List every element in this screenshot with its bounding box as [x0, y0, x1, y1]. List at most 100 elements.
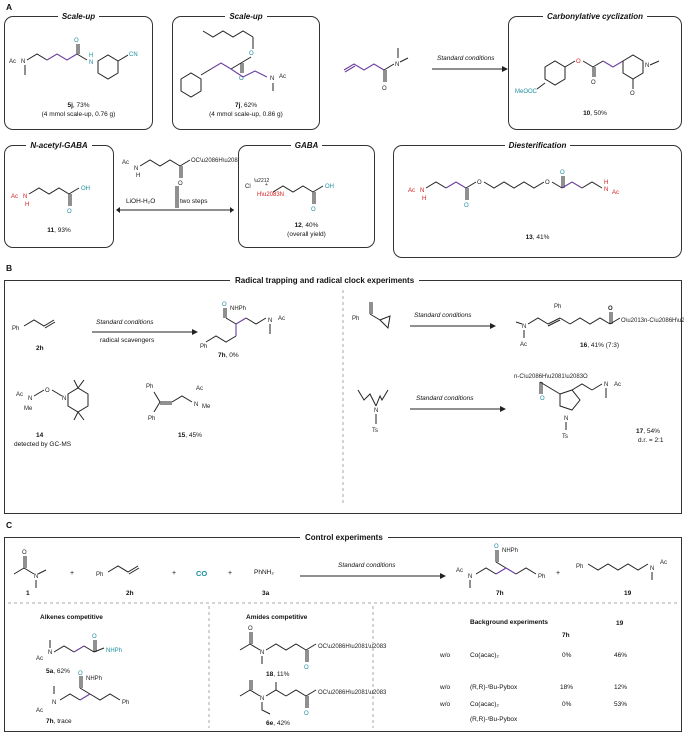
scaleup-box-1: Scale-up Ac N O H N CN 5j, 73% (4 mmol s… — [4, 12, 153, 130]
label-14: 14 — [36, 432, 44, 439]
branch-arrows — [116, 186, 234, 213]
svg-text:N: N — [260, 696, 264, 702]
svg-text:OC\u2086H\u2081\u2083: OC\u2086H\u2081\u2083 — [191, 158, 260, 164]
svg-text:O: O — [608, 306, 613, 312]
label-10: 10 — [583, 110, 591, 117]
svg-text:N: N — [604, 187, 608, 193]
svg-text:Ac: Ac — [614, 382, 621, 388]
label-12: 12 — [294, 222, 302, 229]
svg-text:Ac: Ac — [612, 190, 619, 196]
svg-text:O: O — [239, 76, 244, 82]
label-7h-b: 7h — [218, 352, 226, 359]
label-2h-b: 2h — [36, 345, 44, 352]
nacetyl-gaba-title: N-acetyl-GABA — [26, 141, 92, 150]
svg-text:Ac: Ac — [9, 59, 16, 65]
svg-text:O: O — [78, 671, 83, 677]
gaba-title: GABA — [290, 141, 323, 150]
compound-16-structure: N Ac Ph O O\u2013n-C\u2086H\u2081\u2083 — [515, 304, 684, 348]
svg-text:Me: Me — [202, 404, 211, 410]
svg-text:NHPh: NHPh — [106, 648, 122, 654]
b-right-cond1: Standard conditions — [414, 312, 472, 319]
bg-col-7h: 7h — [562, 632, 570, 639]
svg-text:NHPh: NHPh — [230, 306, 246, 312]
svg-text:O: O — [304, 711, 309, 717]
diester-title: Diesterification — [504, 141, 571, 150]
reaction-arrow-b-right-1 — [410, 323, 496, 329]
compound-15-structure: Ph Ph N Me Ac — [146, 384, 211, 422]
label-5a: 5a — [46, 668, 54, 675]
svg-text:NHPh: NHPh — [502, 548, 518, 554]
lioh-label: LiOH-H₂O — [126, 198, 156, 205]
b-left-cond2: radical scavengers — [100, 337, 155, 344]
svg-text:H: H — [136, 173, 140, 179]
svg-text:O: O — [560, 170, 565, 176]
svg-text:Ac: Ac — [279, 74, 286, 80]
svg-text:H: H — [89, 53, 93, 59]
section-b-divider — [342, 290, 344, 505]
svg-text:N: N — [48, 650, 52, 656]
compound-17-structure: n-C\u2086H\u2081\u2083O O N Ts N Ac — [514, 374, 621, 440]
arrow-label-a: Standard conditions — [437, 55, 495, 62]
bg-col-19: 19 — [616, 620, 624, 627]
svg-text:O: O — [540, 396, 545, 402]
compound-5a-structure: Ac N O NHPh — [36, 634, 122, 662]
svg-text:Ts: Ts — [372, 428, 378, 434]
svg-text:O: O — [74, 38, 79, 44]
svg-text:Ph: Ph — [146, 384, 153, 390]
svg-text:Ph: Ph — [352, 316, 359, 322]
nacetyl-gaba-box: N-acetyl-GABA Ac N H O OH 11, 93% — [4, 141, 114, 248]
svg-text:N: N — [52, 700, 56, 706]
svg-text:OH: OH — [81, 186, 90, 192]
compound-6e-structure: N O OC\u2086H\u2081\u2083 — [239, 680, 387, 717]
svg-text:O: O — [630, 91, 635, 97]
bg-row1-v2: 46% — [614, 652, 628, 659]
svg-text:N: N — [268, 318, 272, 324]
svg-text:Ac: Ac — [408, 188, 415, 194]
bg-row1-wo: w/o — [440, 652, 451, 659]
svg-text:OH: OH — [325, 184, 334, 190]
compound-7h-structure-alkenes: O NHPh Ph N Ac — [36, 671, 129, 714]
svg-text:n-C\u2086H\u2081\u2083O: n-C\u2086H\u2081\u2083O — [514, 374, 588, 380]
svg-text:N: N — [28, 396, 32, 402]
hexyl-ester-structure: Ac N H O OC\u2086H\u2081\u2083 — [122, 158, 260, 187]
carbonylative-box: Carbonylative cyclization MeOOC O O N O … — [508, 12, 682, 130]
compound-10-structure: MeOOC O O N O — [515, 54, 660, 97]
svg-text:N: N — [260, 650, 264, 656]
scaleup-title-2: Scale-up — [225, 12, 267, 21]
svg-text:O: O — [591, 80, 596, 86]
svg-text:O: O — [304, 665, 309, 671]
compound-1-structure: O N — [13, 550, 47, 588]
svg-text:Ph: Ph — [576, 564, 583, 570]
svg-text:O: O — [477, 180, 482, 186]
scaleup-box-2: Scale-up O O N Ac 7j, 62% (4 mmol scale-… — [172, 12, 320, 130]
scaleup-title-1: Scale-up — [57, 12, 100, 21]
svg-text:N: N — [395, 62, 399, 68]
svg-text:Ac: Ac — [122, 160, 129, 166]
svg-text:N: N — [270, 76, 274, 82]
svg-text:O: O — [248, 626, 253, 632]
label-7h-alkenes: 7h — [46, 718, 54, 725]
section-c-hdivider — [8, 602, 678, 604]
compound-2h-structure-c: Ph — [96, 565, 140, 578]
label-16: 16 — [580, 342, 588, 349]
gaba-box: GABA Cl \u2212 + H\u2083N O OH 12, 40% (… — [238, 141, 375, 248]
svg-text:O: O — [382, 86, 387, 92]
c-cond: Standard conditions — [338, 562, 396, 569]
svg-text:O: O — [545, 180, 550, 186]
two-steps-label: two steps — [180, 198, 208, 205]
svg-text:N: N — [604, 382, 608, 388]
svg-text:Ac: Ac — [196, 386, 203, 392]
svg-text:Ac: Ac — [456, 568, 463, 574]
compound-12-structure: Cl \u2212 + H\u2083N O OH — [245, 178, 334, 213]
svg-text:O: O — [311, 207, 316, 213]
svg-text:O: O — [92, 634, 97, 640]
b-left-cond1: Standard conditions — [96, 319, 154, 326]
cyclopropyl-styrene-structure: Ph — [352, 302, 391, 330]
svg-text:+: + — [265, 182, 268, 188]
svg-text:O: O — [67, 209, 72, 215]
compound-7h-structure-b: O NHPh Ph N Ac — [200, 302, 285, 350]
bg-row2-wo: w/o — [440, 684, 451, 691]
plus-3: + — [228, 570, 233, 577]
svg-text:OC\u2086H\u2081\u2083: OC\u2086H\u2081\u2083 — [318, 690, 387, 696]
plus-4: + — [556, 570, 561, 577]
